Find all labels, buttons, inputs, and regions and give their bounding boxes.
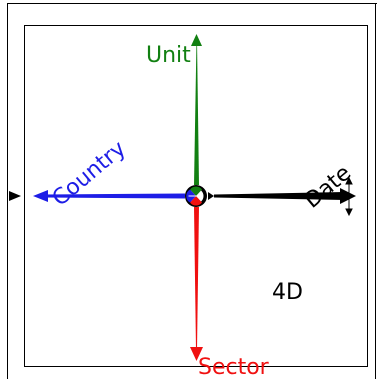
sector-axis-label: Sector <box>198 355 270 379</box>
sector-axis[interactable] <box>190 207 203 361</box>
country-axis[interactable] <box>33 190 185 202</box>
hub-play-marker-icon[interactable] <box>208 192 214 200</box>
plot-frame <box>24 25 368 367</box>
country-axis-label: Country <box>48 136 131 211</box>
center-hub-icon[interactable] <box>185 185 207 207</box>
left-play-marker-icon[interactable] <box>9 191 21 201</box>
date-axis-label: Date <box>300 161 356 214</box>
unit-axis-label: Unit <box>146 43 191 68</box>
vertical-resize-icon[interactable] <box>345 176 353 217</box>
unit-axis[interactable] <box>191 34 202 185</box>
dimension-label: 4D <box>272 280 303 305</box>
date-axis[interactable] <box>214 188 356 204</box>
